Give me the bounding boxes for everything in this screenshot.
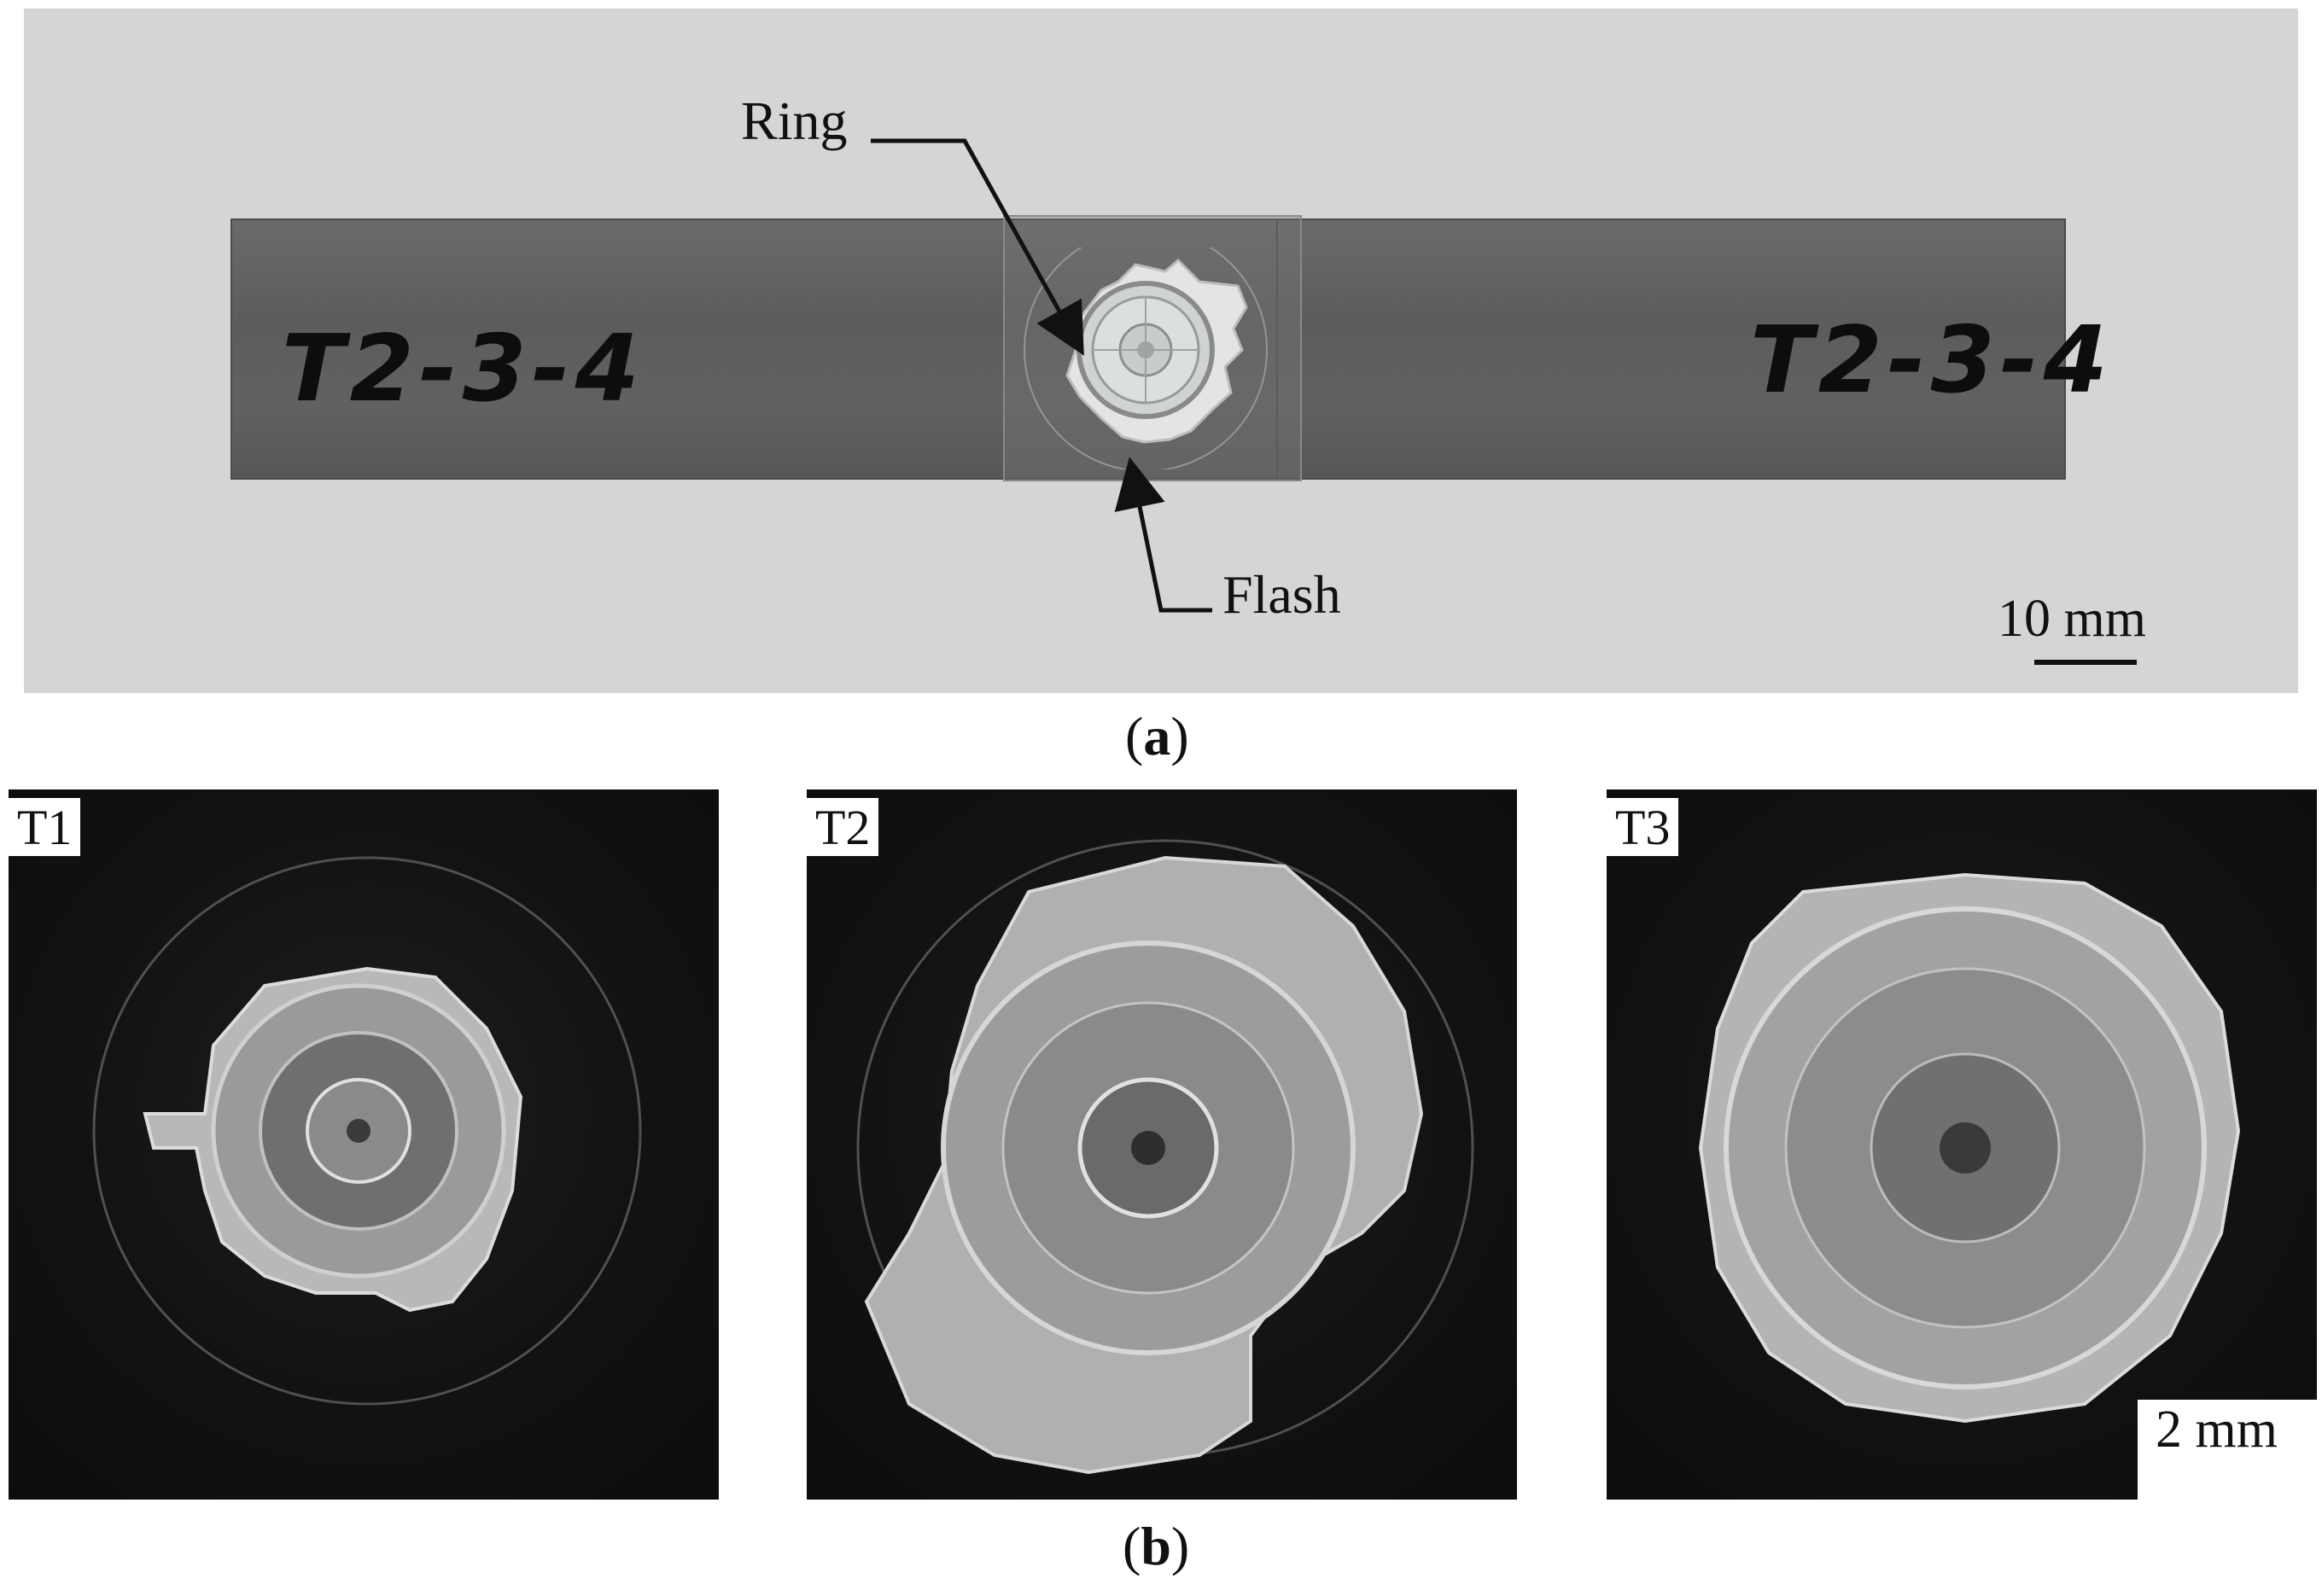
specimen-t1-drawing <box>92 856 642 1406</box>
ring-leader <box>871 138 1084 356</box>
panel-b-label-text: (b) <box>1123 1516 1190 1576</box>
specimen-t3-drawing <box>1698 872 2241 1424</box>
specimen-photo-t2 <box>807 789 1517 1500</box>
panel-a-label-text: (a) <box>1125 706 1189 766</box>
ring-label: Ring <box>741 90 848 151</box>
flash-leader <box>1114 457 1212 613</box>
scale-label-2mm: 2 mm <box>2156 1401 2278 1459</box>
marker-left: T2-3-4 <box>282 316 645 422</box>
specimen-t2-drawing <box>856 839 1474 1475</box>
specimen-photo-t3 <box>1607 789 2317 1500</box>
marker-right: T2-3-4 <box>1750 307 2113 414</box>
scale-label-10mm: 10 mm <box>1998 590 2146 648</box>
weld-spot <box>1024 248 1268 469</box>
tag-t3: T3 <box>1607 798 1679 856</box>
tag-t1: T1 <box>9 798 81 856</box>
flash-label: Flash <box>1222 564 1341 625</box>
tag-t2: T2 <box>807 798 879 856</box>
specimen-photo-t1 <box>9 789 719 1500</box>
scale-box-2mm <box>2138 1400 2317 1500</box>
panel-a-label: (a) <box>1125 705 1189 768</box>
right-plate <box>1276 218 2066 480</box>
panel-b-label: (b) <box>1123 1515 1189 1578</box>
scale-bar-10mm <box>2034 660 2137 665</box>
